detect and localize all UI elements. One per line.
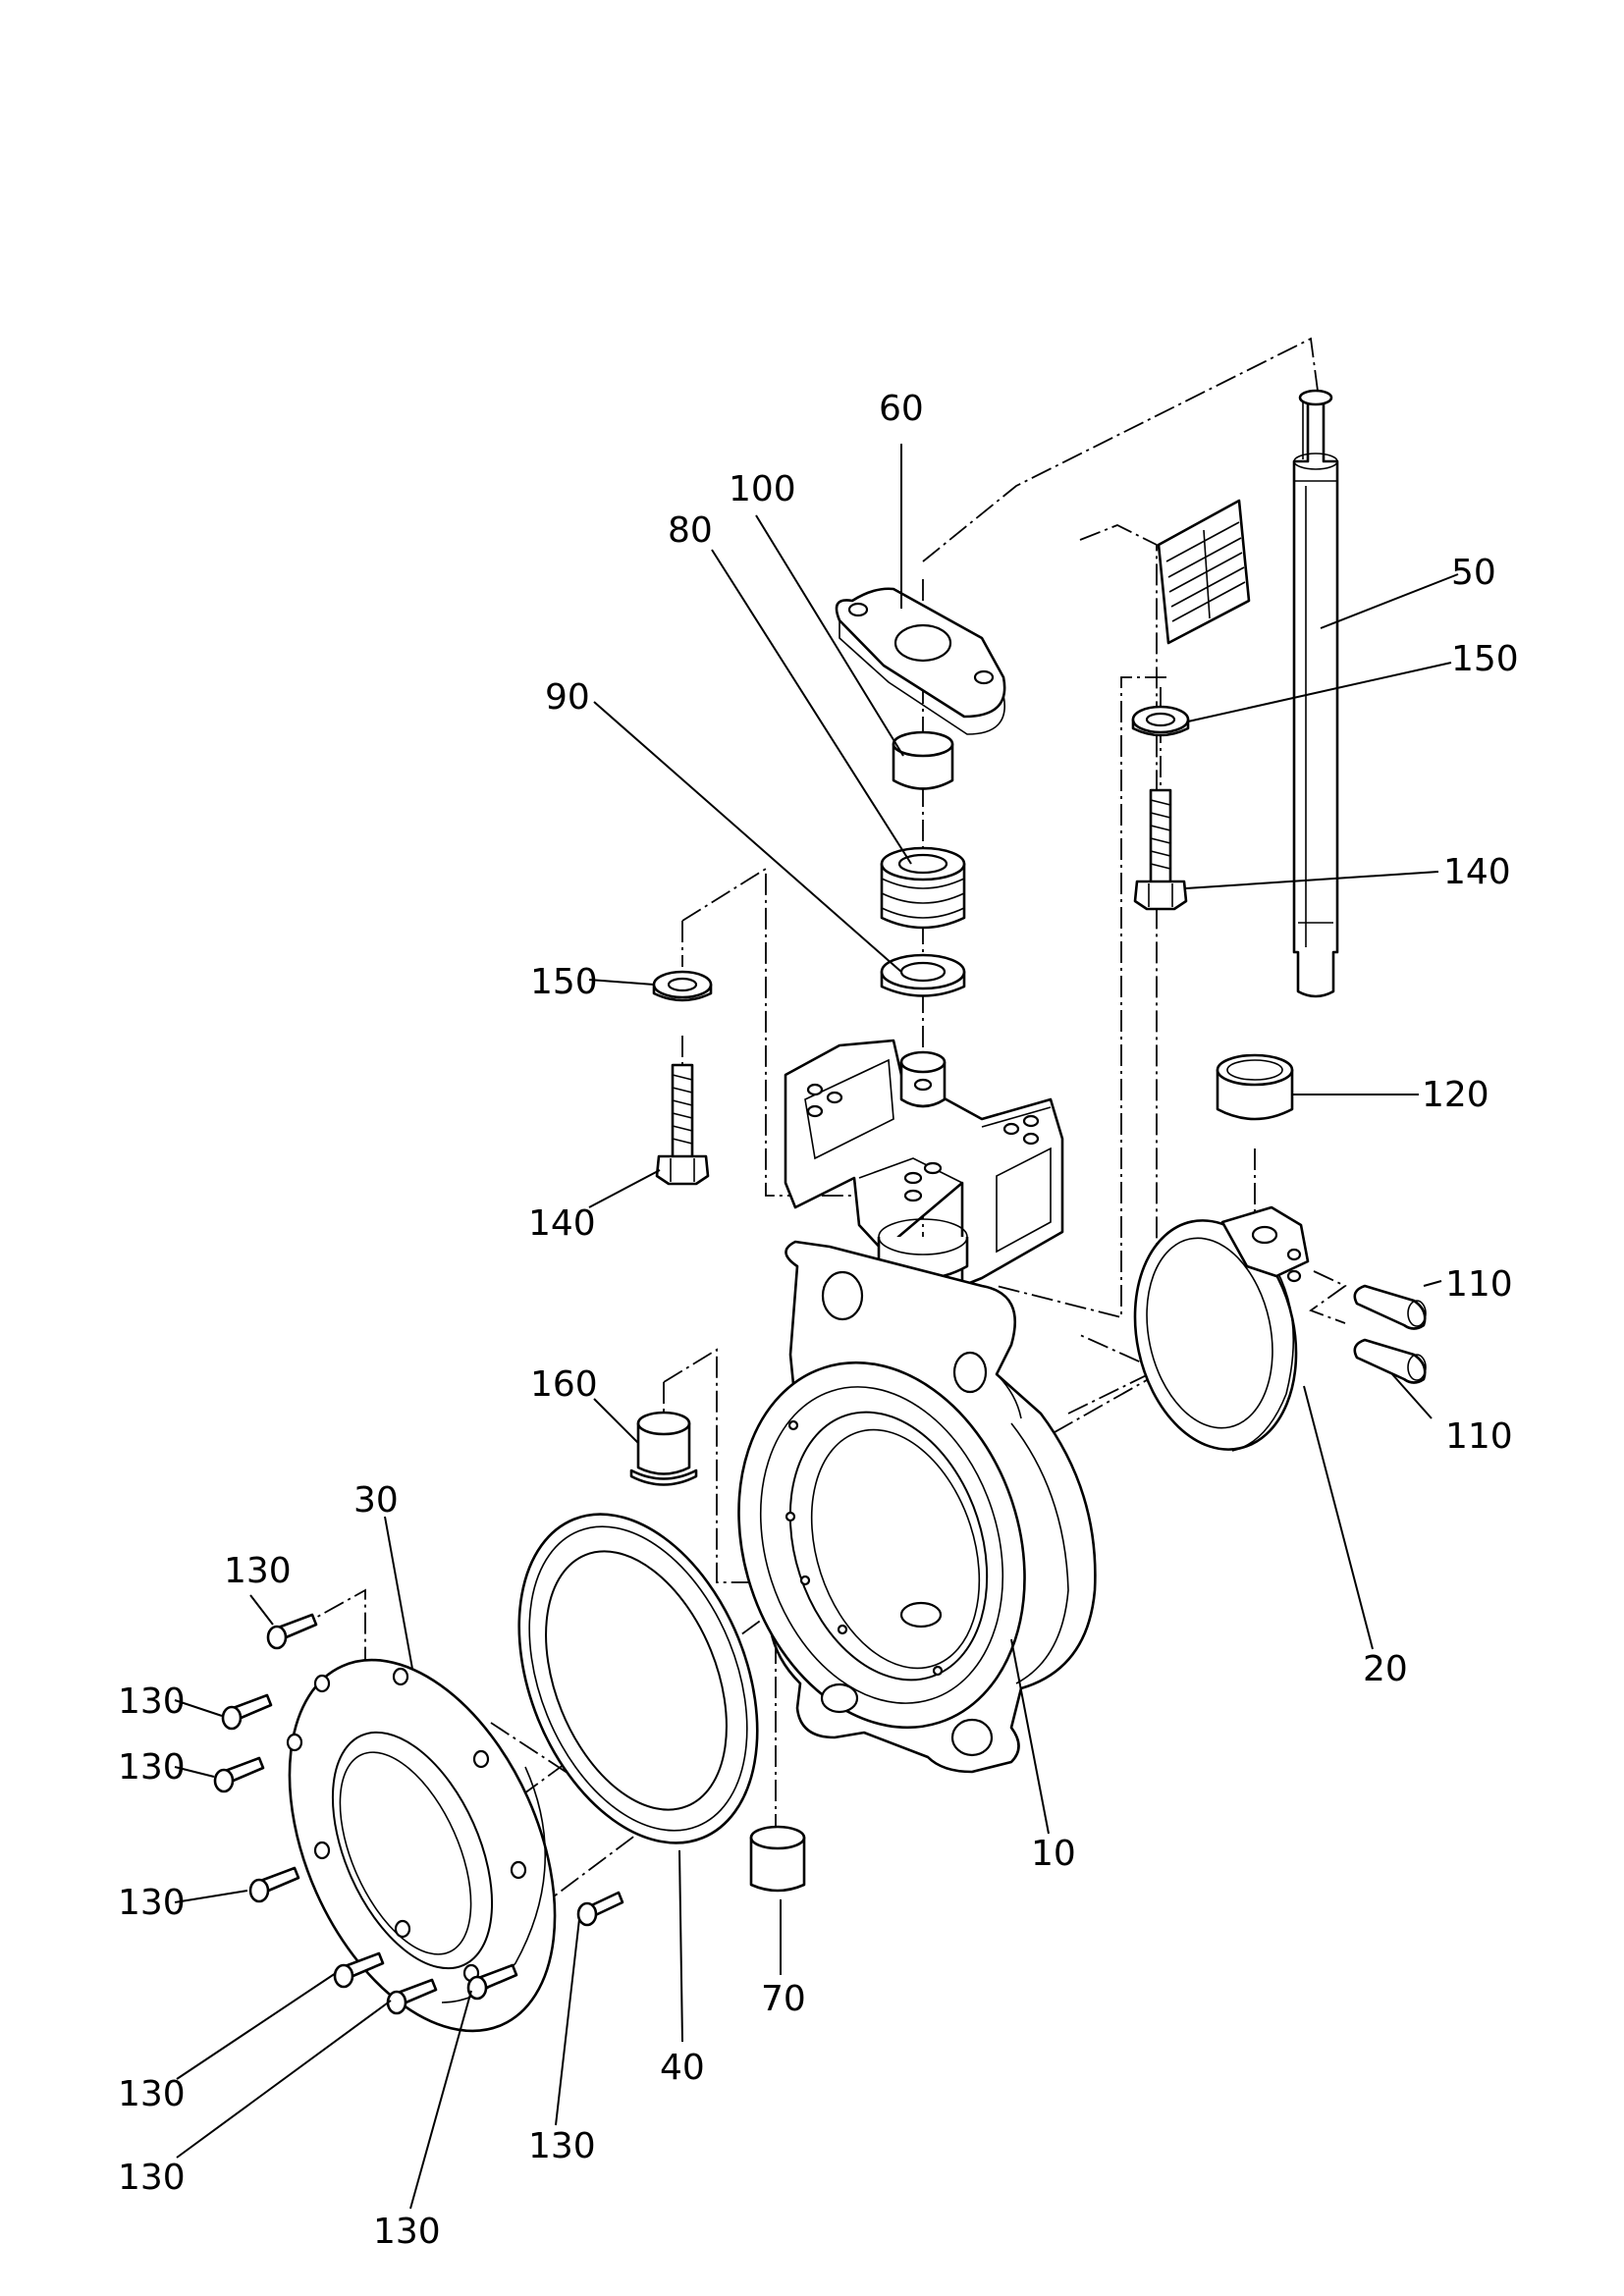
screw-7 [466, 1963, 518, 2001]
callout-130-d: 130 [118, 1883, 186, 1923]
name-plate-engraving [1165, 521, 1246, 622]
callout-140-right: 140 [1443, 852, 1511, 892]
callout-40: 40 [660, 2048, 705, 2088]
callout-140-left: 140 [528, 1203, 596, 1244]
part-160-bushing [629, 1411, 698, 1486]
part-70-bushing [749, 1825, 806, 1893]
callout-100: 100 [729, 469, 796, 509]
callout-60: 60 [879, 389, 924, 429]
part-60-top-flange [835, 587, 1006, 735]
part-120-bushing [1216, 1053, 1294, 1121]
callout-130-f: 130 [118, 2158, 186, 2198]
callout-130-c: 130 [118, 1747, 186, 1788]
part-100-bushing [892, 730, 954, 790]
callout-50: 50 [1451, 553, 1496, 593]
screw-6 [386, 1978, 438, 2015]
leader-lines [174, 444, 1459, 2210]
part-50-shaft [1292, 389, 1339, 998]
part-150-washer-right [1131, 705, 1190, 737]
part-90-washer [880, 953, 966, 997]
part-20-liner [1133, 1205, 1310, 1452]
screw-2 [221, 1693, 273, 1731]
callout-30: 30 [353, 1480, 399, 1521]
screw-4 [248, 1866, 300, 1903]
callout-80: 80 [668, 510, 713, 551]
callout-20: 20 [1363, 1649, 1408, 1689]
callout-labels: 60 100 80 90 50 150 140 150 140 120 110 … [118, 389, 1519, 2252]
callout-70: 70 [761, 1979, 806, 2019]
callout-130-a: 130 [224, 1551, 292, 1591]
callout-110-lower: 110 [1445, 1416, 1513, 1457]
part-40-gasket [517, 1513, 759, 1844]
part-140-bolt-left [655, 1063, 710, 1186]
callout-160: 160 [530, 1364, 598, 1405]
callout-130-e: 130 [118, 2074, 186, 2114]
callout-110-upper: 110 [1445, 1264, 1513, 1305]
callout-120: 120 [1422, 1075, 1489, 1115]
callout-150-right: 150 [1451, 639, 1519, 679]
callout-130-b: 130 [118, 1682, 186, 1722]
part-140-bolt-right [1133, 788, 1188, 911]
name-plate [1157, 499, 1251, 645]
part-10-valve-body [737, 1240, 1097, 1774]
screw-1 [266, 1613, 318, 1650]
part-30-flange [286, 1658, 557, 2033]
callout-90: 90 [545, 677, 590, 718]
callout-150-left: 150 [530, 962, 598, 1002]
screw-5 [333, 1951, 385, 1989]
part-130-screws [213, 1613, 624, 2015]
callout-130-h: 130 [528, 2126, 596, 2166]
screw-3 [213, 1756, 265, 1793]
part-110-pin-upper [1353, 1284, 1427, 1330]
callout-130-g: 130 [373, 2212, 441, 2252]
part-80-packing [880, 846, 966, 930]
part-150-washer-left [652, 970, 713, 1002]
callout-10: 10 [1031, 1834, 1076, 1874]
screw-8 [576, 1891, 624, 1927]
part-110-pin-lower [1353, 1338, 1427, 1384]
